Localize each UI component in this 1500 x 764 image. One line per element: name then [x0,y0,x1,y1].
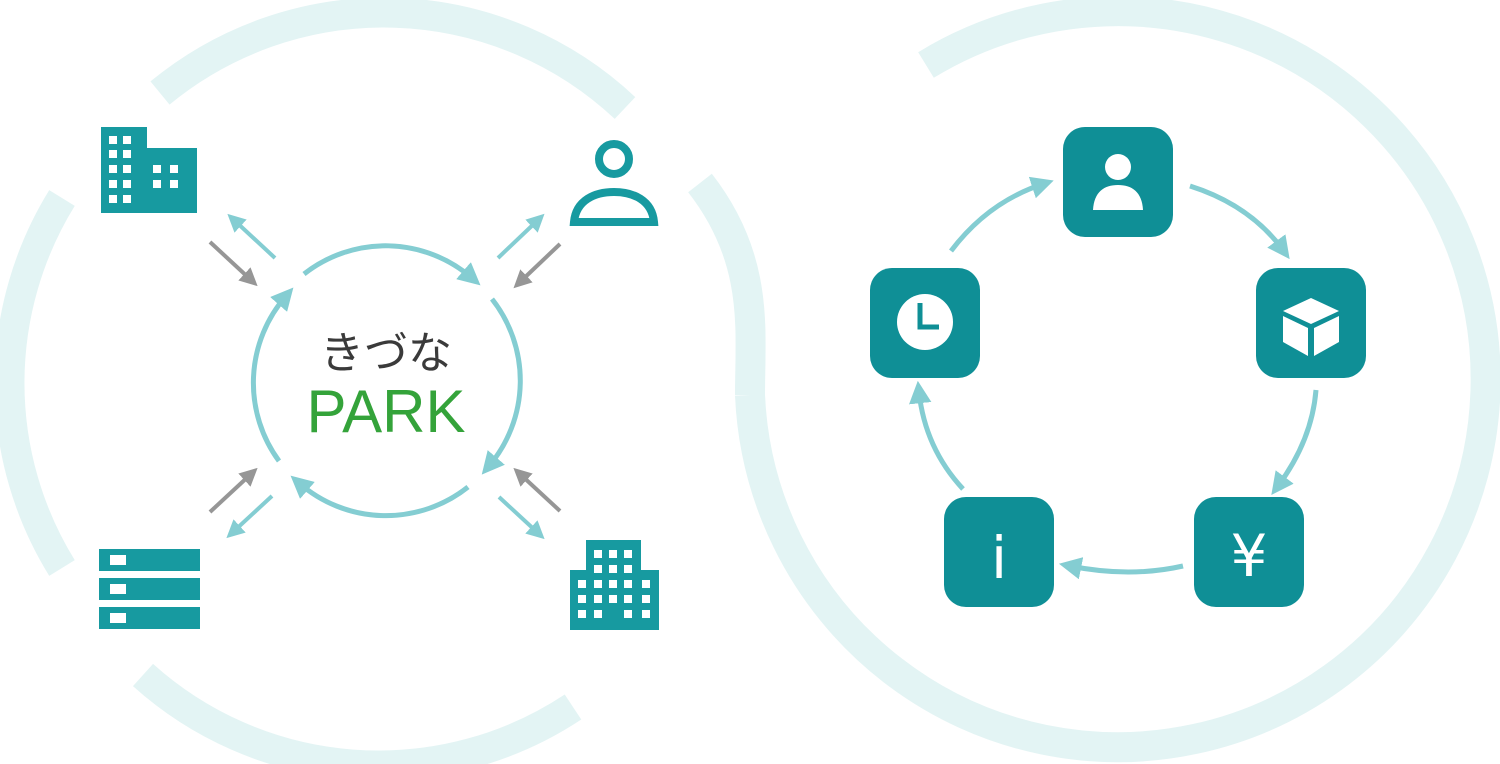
link-br-incoming [513,467,562,513]
left-ring-bottom-arc [132,663,582,764]
center-s-curve [688,173,766,396]
hub-arrow-top [302,243,481,286]
link-bl-outgoing [226,494,274,539]
link-tl-outgoing [227,213,277,260]
right-ring-arc [735,0,1500,763]
hub-arrow-right [481,297,523,475]
server-icon [99,549,200,629]
cycle-arrow-info-to-clock [909,380,965,491]
user-icon [569,140,659,226]
link-br-outgoing [497,495,545,540]
cycle-node-clock [870,268,980,378]
cycle-arrow-package-to-yen [1271,389,1319,496]
info-icon: i [991,524,1007,592]
hub-name-kana: きづな [320,328,452,379]
cycle-node-person [1063,127,1173,237]
cycle-arrows [909,176,1319,580]
cycle-arrow-person-to-package [1189,183,1290,260]
link-arrows [208,213,562,540]
link-tr-incoming [513,242,562,289]
link-tl-incoming [208,240,258,287]
office-building-icon [101,127,197,213]
hub-arrow-left [250,287,294,463]
cycle-node-info: i [944,497,1054,607]
package-box-icon [1283,298,1339,356]
cycle-node-package [1256,268,1366,378]
clock-icon [897,294,953,350]
hub-cycle-arrows [250,243,523,519]
hub-arrow-bottom [290,475,470,519]
link-tr-outgoing [496,213,545,260]
cycle-arrow-yen-to-info [1058,557,1184,580]
cycle-arrow-clock-to-person [949,176,1054,253]
hub-name-park: PARK [307,378,466,445]
apartment-building-icon [570,540,659,630]
person-icon [1093,154,1143,210]
yen-icon: ¥ [1231,522,1268,590]
link-bl-incoming [208,467,258,514]
hub-label: きづな PARK [307,328,466,445]
left-ring-left-arc [0,190,75,576]
left-ring-top-arc [150,0,636,119]
cycle-node-yen: ¥ [1194,497,1304,607]
